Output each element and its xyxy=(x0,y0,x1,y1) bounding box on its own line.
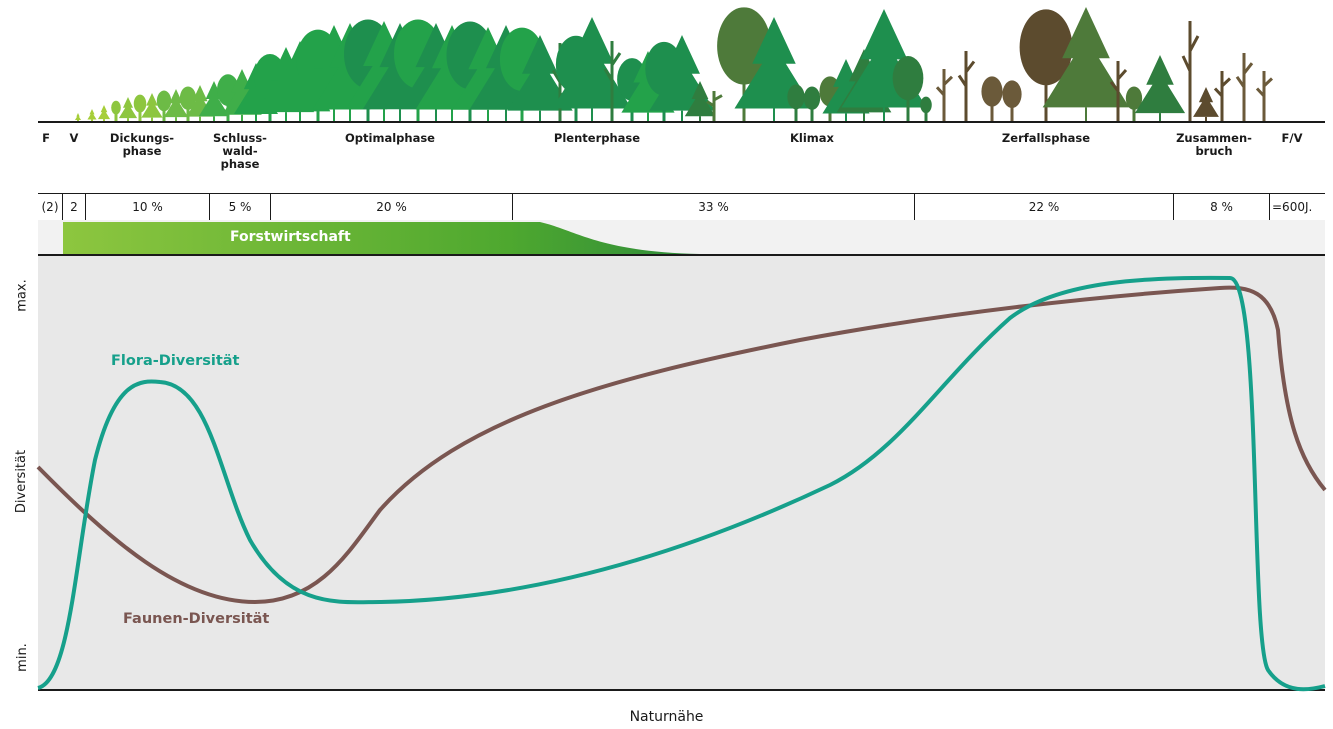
flora-label: Flora-Diversität xyxy=(111,353,240,369)
plot-area xyxy=(38,256,1325,690)
phase-zerfall: Zerfallsphase xyxy=(1001,131,1091,145)
y-max-label: max. xyxy=(14,279,30,312)
phase-schlusswald: Schluss- wald- phase xyxy=(213,131,267,171)
y-axis-title: Diversität xyxy=(14,449,30,514)
phase-f: F xyxy=(42,131,50,145)
pct-cell: 22 % xyxy=(914,194,1173,220)
pct-cell: 33 % xyxy=(512,194,914,220)
pct-cell: 2 xyxy=(62,194,85,220)
y-min-label: min. xyxy=(14,643,30,672)
phase-v: V xyxy=(69,131,79,145)
x-axis-title: Naturnähe xyxy=(629,709,704,725)
pct-cell: 10 % xyxy=(85,194,209,220)
forest-succession-illustration xyxy=(38,7,1325,123)
phase-plenter: Plenterphase xyxy=(553,131,641,145)
forestry-label: Forstwirtschaft xyxy=(230,229,351,245)
pct-cell: 8 % xyxy=(1173,194,1269,220)
fauna-curve xyxy=(36,285,1327,605)
forestry-shape xyxy=(63,222,700,254)
fauna-label: Faunen-Diversität xyxy=(123,611,270,627)
pct-cell: (2) xyxy=(41,200,59,214)
pct-cell: 20 % xyxy=(270,194,512,220)
phase-zusammenbruch: Zusammen- bruch xyxy=(1176,131,1252,158)
phase-fv: F/V xyxy=(1281,131,1303,145)
phase-klimax: Klimax xyxy=(790,131,834,145)
phase-optimal: Optimalphase xyxy=(345,131,435,145)
percentage-row: (2) 2 10 % 5 % 20 % 33 % 22 % 8 % =600J. xyxy=(38,193,1325,221)
pct-cell: =600J. xyxy=(1269,194,1325,220)
flora-curve xyxy=(37,275,1326,692)
phase-dickung: Dickungs- phase xyxy=(109,131,175,158)
pct-cell: 5 % xyxy=(209,194,270,220)
